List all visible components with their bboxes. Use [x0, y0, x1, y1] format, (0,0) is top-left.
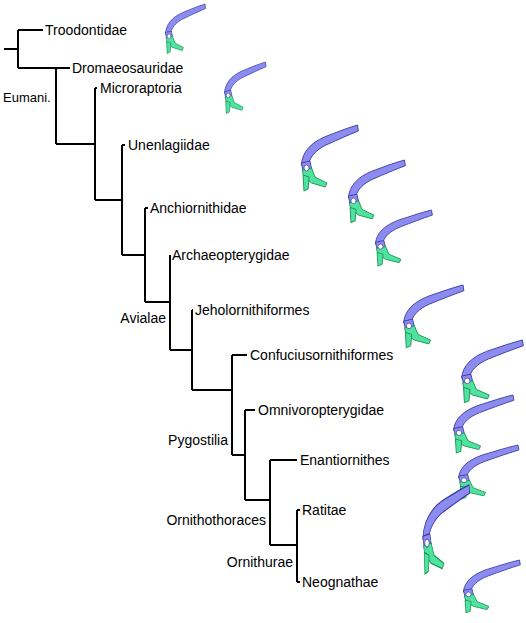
taxon-label: Neognathae — [302, 575, 378, 589]
taxon-label: Troodontidae — [45, 23, 127, 37]
clade-label: Ornithurae — [227, 555, 293, 569]
taxon-label: Confuciusornithiformes — [250, 348, 393, 362]
clade-label: Eumani. — [3, 91, 51, 104]
clade-label: Ornithothoraces — [166, 513, 266, 527]
taxon-label: Enantiornithes — [300, 453, 390, 467]
pelvis-illustrations — [165, 4, 523, 613]
taxon-label: Omnivoropterygidae — [258, 403, 384, 417]
taxon-label: Dromaeosauridae — [72, 61, 183, 75]
clade-label: Pygostilia — [168, 433, 228, 447]
taxon-label: Ratitae — [302, 503, 346, 517]
taxon-label: Anchiornithidae — [150, 201, 247, 215]
taxon-label: Unenlagiidae — [128, 138, 210, 152]
clade-label: Avialae — [120, 311, 166, 325]
taxon-label: Microraptoria — [100, 81, 182, 95]
taxon-label: Archaeopterygidae — [172, 248, 290, 262]
taxon-label: Jeholornithiformes — [195, 303, 309, 317]
